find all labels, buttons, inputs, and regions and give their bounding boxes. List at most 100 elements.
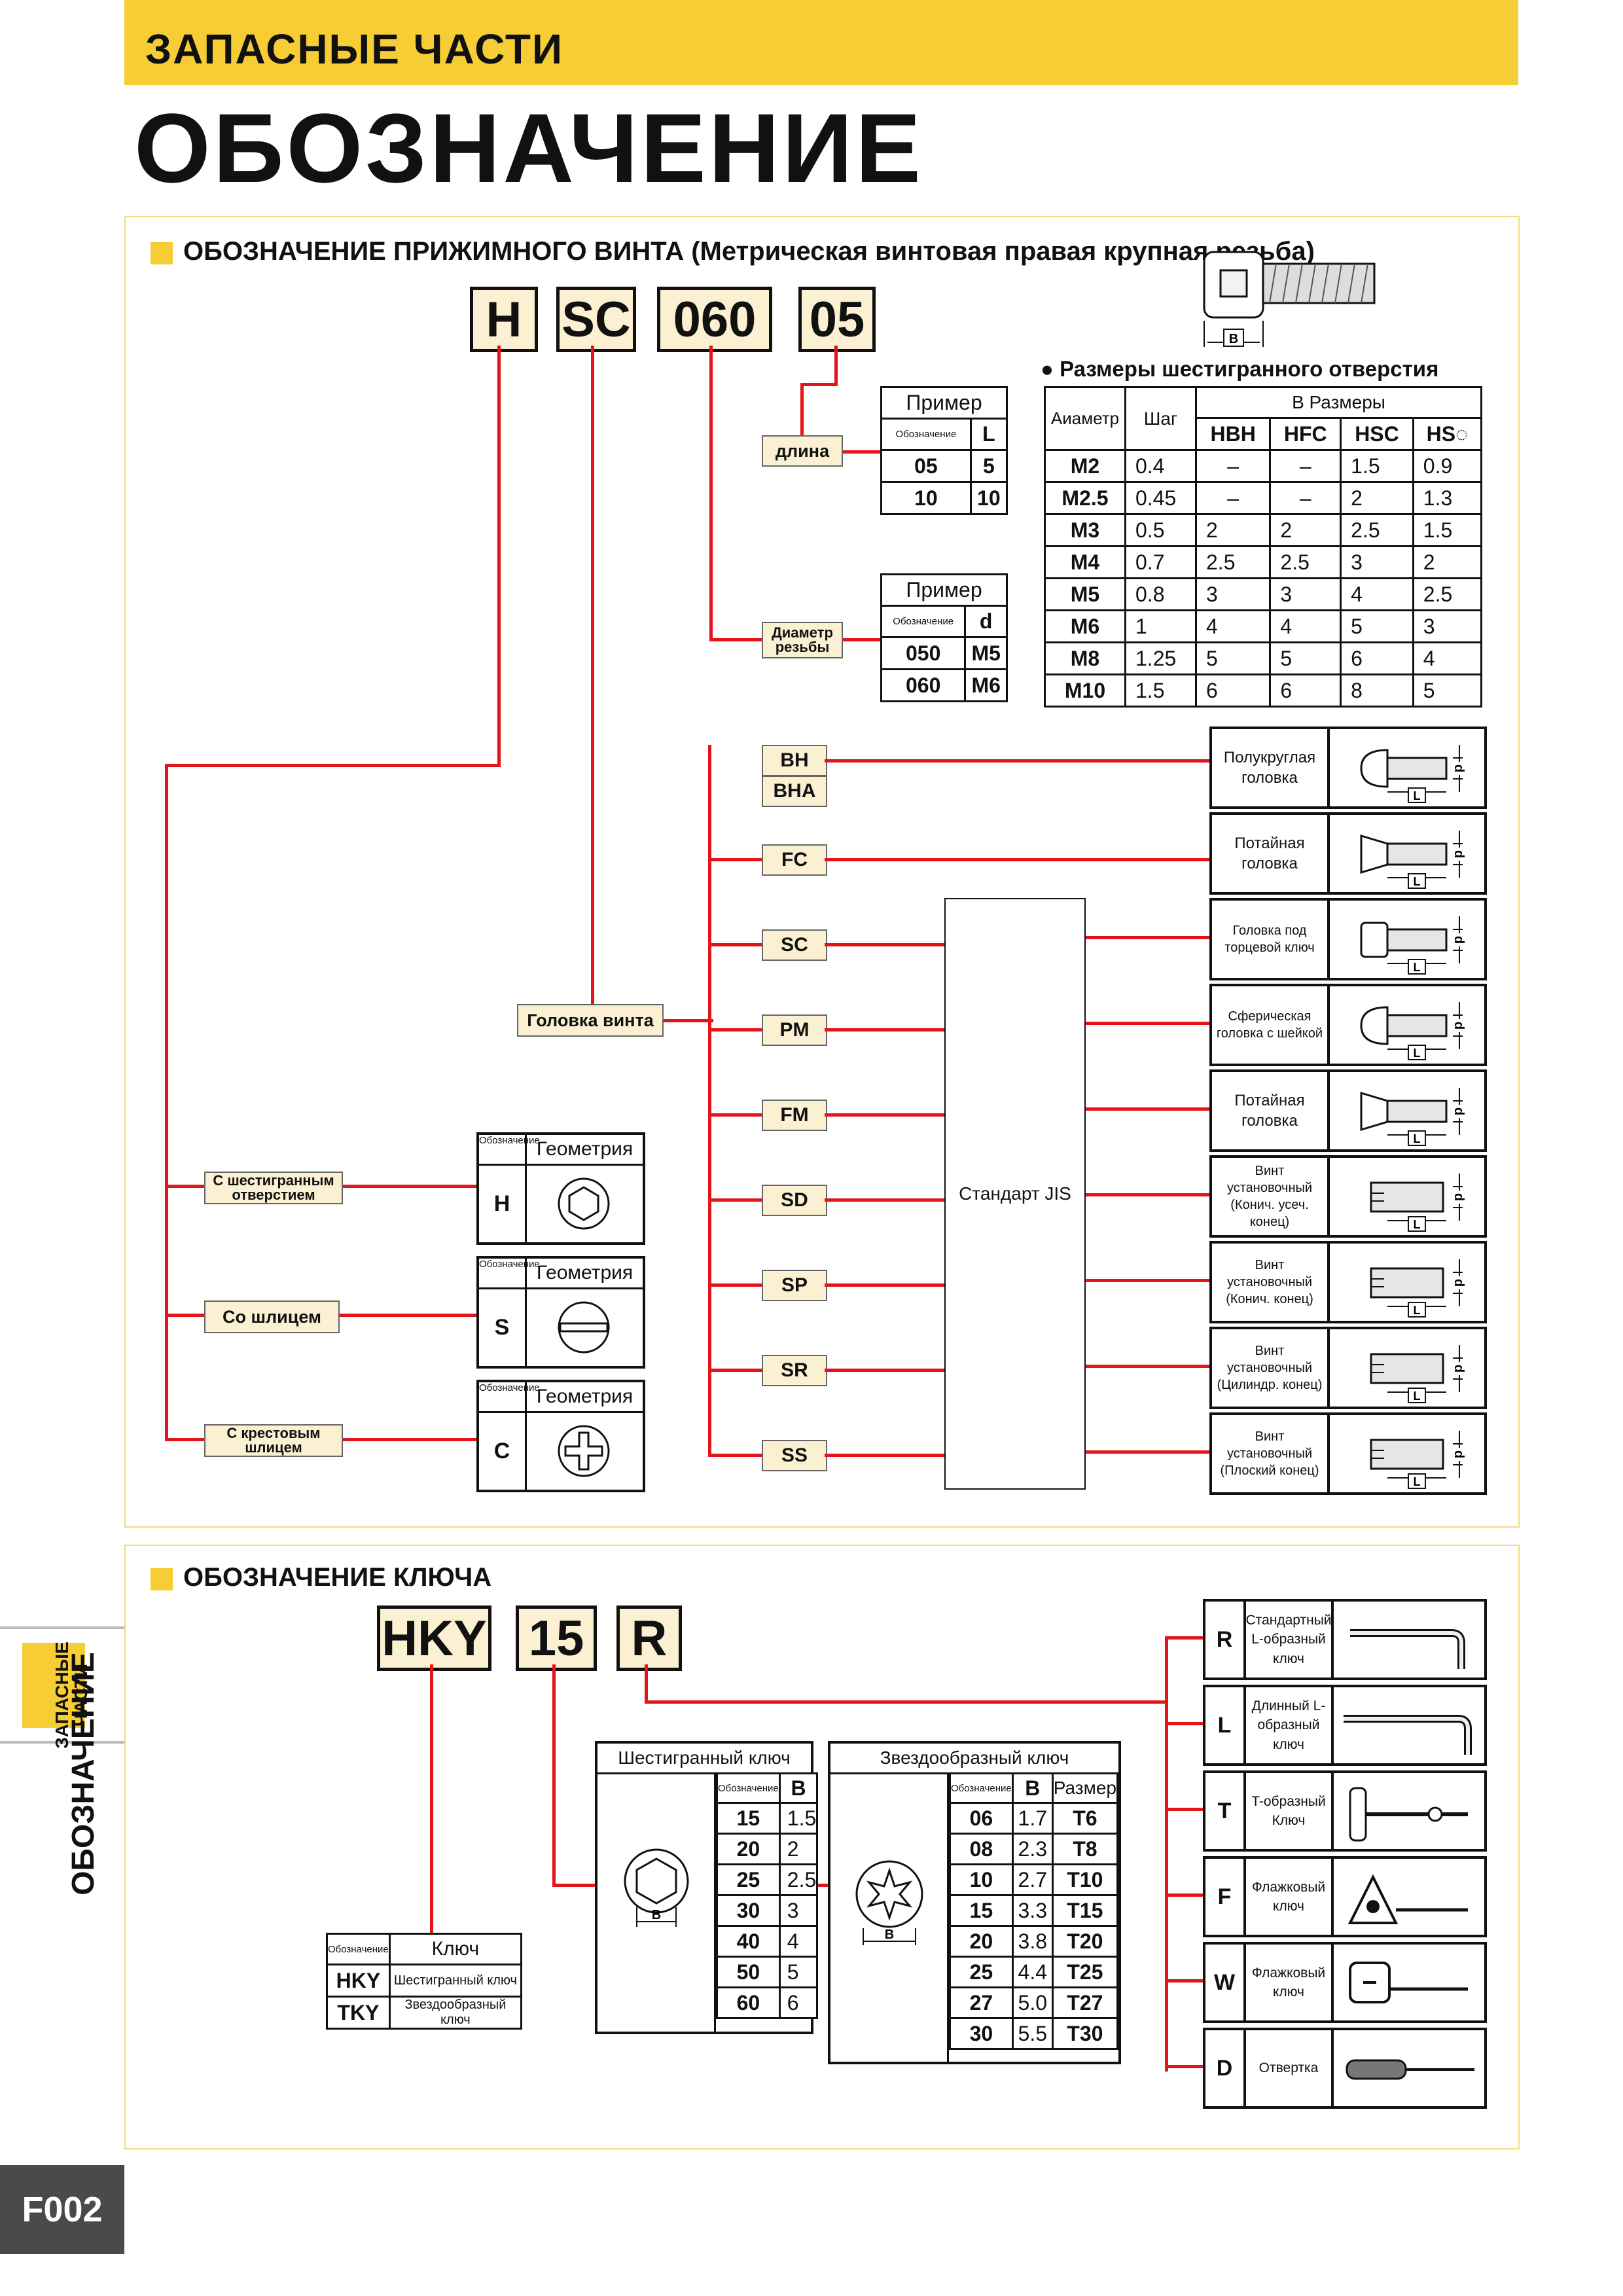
svg-text:B: B bbox=[885, 1928, 894, 1942]
key-type-label: T-образный Ключ bbox=[1246, 1773, 1334, 1849]
screw-head-icon: dL bbox=[1370, 1431, 1466, 1489]
head-type-label: Винт установочный (Конич. конец) bbox=[1212, 1244, 1330, 1321]
svg-text:d: d bbox=[1452, 1022, 1466, 1030]
svg-text:B: B bbox=[652, 1908, 661, 1922]
standard-jis-box: Стандарт JIS bbox=[944, 898, 1086, 1490]
head-code-fm: FM bbox=[762, 1100, 827, 1131]
svg-text:d: d bbox=[1452, 764, 1466, 772]
code-key-type: HKY bbox=[377, 1605, 491, 1671]
screw-head-icon: dL bbox=[1360, 1088, 1466, 1146]
key-type-label: Флажковый ключ bbox=[1246, 1859, 1334, 1935]
svg-text:L: L bbox=[1414, 1047, 1421, 1060]
geometry-box-hex: Обозначение Геометрия H bbox=[476, 1132, 645, 1245]
diameter-label: Диаметр резьбы bbox=[762, 622, 843, 658]
svg-text:L: L bbox=[1414, 789, 1421, 802]
key-type-code: F bbox=[1205, 1859, 1246, 1935]
key-shape-icon bbox=[1347, 1874, 1468, 1924]
screw-b-label: B bbox=[1229, 332, 1238, 346]
key-type-code: T bbox=[1205, 1773, 1246, 1849]
header-bar bbox=[124, 0, 1518, 85]
screw-head-icon: dL bbox=[1360, 831, 1466, 889]
svg-text:L: L bbox=[1414, 1475, 1421, 1488]
head-code-ss: SS bbox=[762, 1440, 827, 1471]
geometry-box-slot: Обозначение Геометрия S bbox=[476, 1256, 645, 1369]
drive-label-slot: Со шлицем bbox=[204, 1300, 340, 1333]
head-code-bh: BH bbox=[762, 745, 827, 776]
key-type-label: Флажковый ключ bbox=[1246, 1945, 1334, 2020]
key-shape-icon bbox=[1344, 1715, 1472, 1755]
code-key-size: 15 bbox=[516, 1605, 597, 1671]
screw-head-icon: dL bbox=[1360, 745, 1466, 803]
svg-text:L: L bbox=[1414, 1218, 1421, 1231]
svg-text:d: d bbox=[1452, 936, 1466, 944]
code-thread: 060 bbox=[657, 287, 772, 352]
header-subtitle: ЗАПАСНЫЕ ЧАСТИ bbox=[145, 26, 563, 73]
key-type-label: Стандартный L-образный ключ bbox=[1246, 1602, 1334, 1677]
torx-icon: B bbox=[855, 1860, 923, 1945]
key-shape-icon bbox=[1346, 2059, 1474, 2080]
svg-text:d: d bbox=[1452, 850, 1466, 858]
head-type-label: Полукруглая головка bbox=[1212, 729, 1330, 806]
code-head-drive: H bbox=[470, 287, 538, 352]
hex-sizes-table: Аиаметр Шаг B Размеры HBH HFC HSC HS◌ M2… bbox=[1044, 386, 1483, 708]
key-shape-icon bbox=[1349, 1787, 1468, 1842]
head-code-sc: SC bbox=[762, 929, 827, 961]
head-type-label: Винт установочный (Конич. усеч. конец) bbox=[1212, 1158, 1330, 1235]
page-number: F002 bbox=[0, 2165, 124, 2254]
section2-marker bbox=[151, 1568, 173, 1590]
slot-icon bbox=[558, 1301, 610, 1354]
head-code-sr: SR bbox=[762, 1355, 827, 1386]
section1-title: ОБОЗНАЧЕНИЕ ПРИЖИМНОГО ВИНТА (Метрическа… bbox=[183, 237, 1315, 266]
head-code-fc: FC bbox=[762, 844, 827, 876]
key-shape-icon bbox=[1349, 1962, 1468, 2003]
side-tab-accent bbox=[22, 1643, 85, 1728]
svg-text:L: L bbox=[1414, 961, 1421, 974]
head-type-label: Головка под торцевой ключ bbox=[1212, 901, 1330, 978]
svg-text:d: d bbox=[1452, 1193, 1466, 1201]
svg-text:L: L bbox=[1414, 1132, 1421, 1145]
key-type-code: R bbox=[1205, 1602, 1246, 1677]
section-marker bbox=[151, 242, 173, 264]
svg-text:d: d bbox=[1452, 1450, 1466, 1458]
key-shape-icon bbox=[1350, 1629, 1465, 1669]
svg-text:d: d bbox=[1452, 1107, 1466, 1115]
hex-sizes-title: ● Размеры шестигранного отверстия bbox=[1041, 357, 1439, 381]
screw-head-icon: dL bbox=[1360, 1002, 1466, 1060]
screw-illustration: B bbox=[1203, 251, 1376, 347]
head-type-label: Винт установочный (Плоский конец) bbox=[1212, 1415, 1330, 1492]
page-title: ОБОЗНАЧЕНИЕ bbox=[134, 93, 923, 203]
section2-title: ОБОЗНАЧЕНИЕ КЛЮЧА bbox=[183, 1563, 492, 1592]
side-tab-label: ЗАПАСНЫЕ ЧАСТИ bbox=[52, 1641, 92, 1749]
svg-text:L: L bbox=[1414, 1390, 1421, 1403]
length-label: длина bbox=[762, 435, 843, 467]
svg-text:d: d bbox=[1452, 1365, 1466, 1372]
head-type-label: Сферическая головка с шейкой bbox=[1212, 986, 1330, 1064]
head-type-label: Потайная головка bbox=[1212, 815, 1330, 892]
head-label: Головка винта bbox=[517, 1004, 664, 1037]
